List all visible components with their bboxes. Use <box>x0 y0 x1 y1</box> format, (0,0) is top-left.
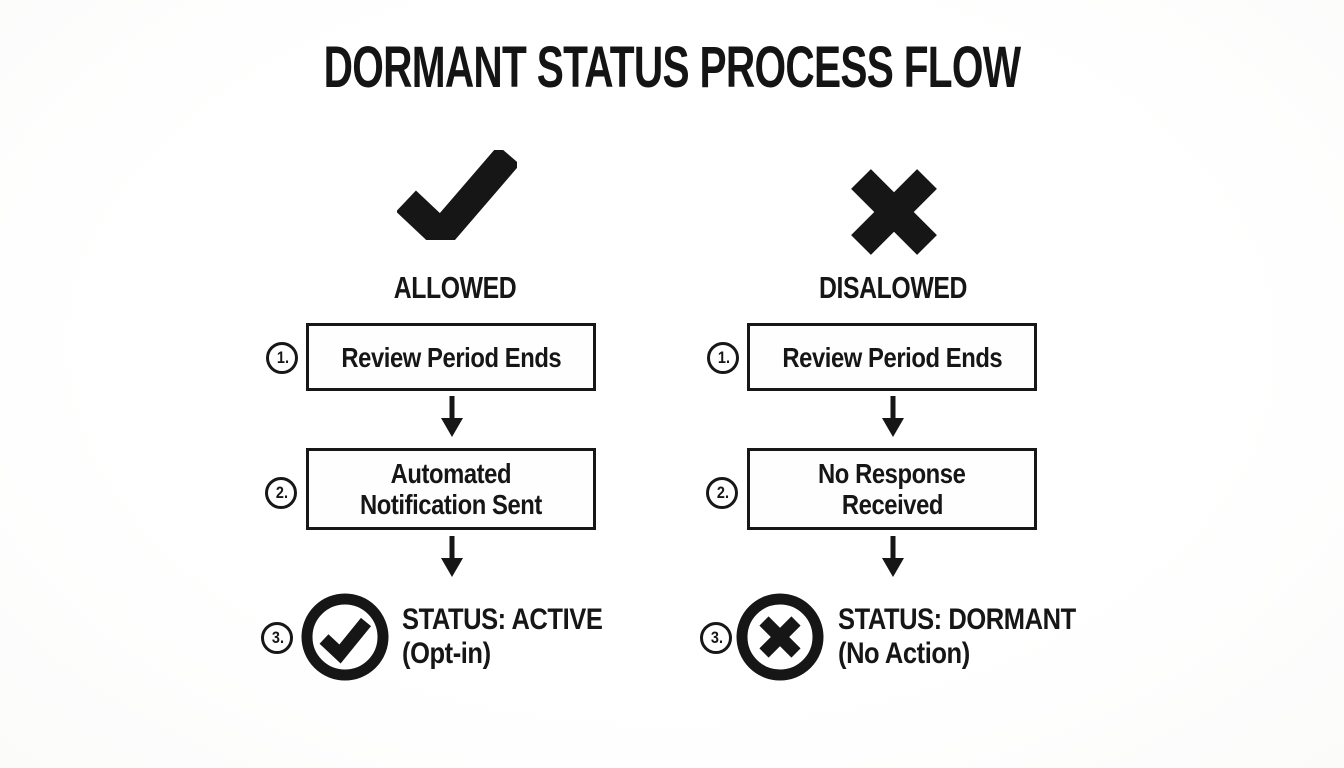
status-text-active: STATUS: ACTIVE (Opt-in) <box>402 603 638 671</box>
step-number-badge: 2. <box>265 477 297 509</box>
flow-box-text: Notification Sent <box>360 489 542 520</box>
flow-box-review-period-ends: Review Period Ends <box>747 323 1037 391</box>
step-number-badge: 1. <box>266 342 298 374</box>
step-number-badge: 3. <box>700 622 732 654</box>
step-number: 2. <box>275 483 288 502</box>
step-number-badge: 2. <box>706 477 738 509</box>
flow-box-text: Received <box>841 489 943 520</box>
status-line: STATUS: ACTIVE <box>402 603 603 636</box>
check-circle-icon <box>300 592 390 682</box>
step-number: 3. <box>710 628 723 647</box>
flow-box-review-period-ends: Review Period Ends <box>306 323 596 391</box>
flow-box-automated-notification: Automated Notification Sent <box>306 448 596 530</box>
cross-circle-icon <box>735 592 825 682</box>
arrow-down-icon <box>880 536 906 578</box>
flow-box-text: No Response <box>818 458 966 489</box>
step-number: 2. <box>716 483 729 502</box>
flow-box-text: Review Period Ends <box>341 341 561 373</box>
status-line: (No Action) <box>838 637 970 670</box>
step-number: 1. <box>276 348 289 367</box>
arrow-down-icon <box>439 536 465 578</box>
column-label-allowed: ALLOWED <box>393 270 517 305</box>
step-number-badge: 1. <box>707 342 739 374</box>
column-label-disallowed: DISALOWED <box>819 270 967 305</box>
status-text-dormant: STATUS: DORMANT (No Action) <box>838 603 1118 671</box>
step-number-badge: 3. <box>261 622 293 654</box>
page-title: DORMANT STATUS PROCESS FLOW <box>323 35 1022 100</box>
flow-box-text: Automated <box>390 458 512 489</box>
status-line: STATUS: DORMANT <box>838 603 1076 636</box>
check-icon <box>397 150 517 240</box>
arrow-down-icon <box>880 396 906 438</box>
status-line: (Opt-in) <box>402 637 491 670</box>
cross-icon <box>848 166 940 258</box>
flow-box-text: Review Period Ends <box>782 341 1002 373</box>
arrow-down-icon <box>439 396 465 438</box>
flow-box-no-response: No Response Received <box>747 448 1037 530</box>
step-number: 3. <box>271 628 284 647</box>
step-number: 1. <box>717 348 730 367</box>
